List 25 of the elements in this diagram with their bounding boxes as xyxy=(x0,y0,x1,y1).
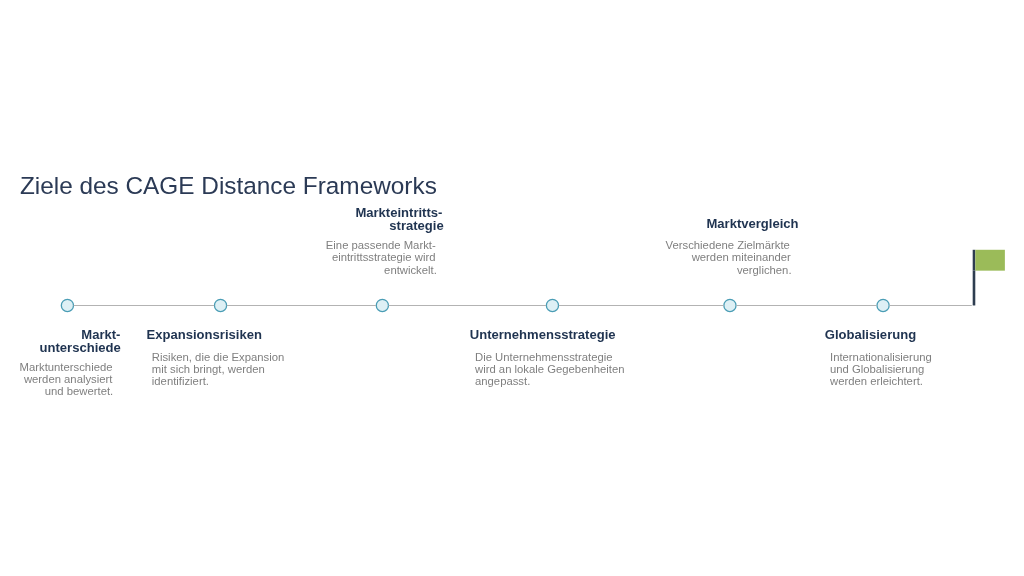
node-circle xyxy=(213,298,228,312)
node-label: Verschiedene Zielmärkte werden miteinander verglichen. xyxy=(665,238,792,276)
node-label: Unternehmensstrategie xyxy=(469,326,616,342)
node-label: Risiken, die die Expansion mit sich bringt, werden identifiziert. xyxy=(151,350,285,387)
node-circle xyxy=(876,298,890,312)
connector xyxy=(735,304,878,306)
node-label: Marktunterschiede werden analysiert und bewertet. xyxy=(19,360,114,397)
connector xyxy=(226,304,377,306)
node-label: Eine passende Markt- eintrittsstrategie wird entwickelt. xyxy=(325,238,437,276)
connector xyxy=(73,304,215,306)
node-label: Marktvergleich xyxy=(706,215,799,231)
connector xyxy=(558,304,725,306)
node-label: Globalisierung xyxy=(824,326,917,342)
connector xyxy=(387,304,547,306)
node-label: Internationalisierung und Globalisierung werden erleichtert. xyxy=(830,350,932,387)
node-label: Markt- unterschiede xyxy=(39,326,121,355)
diagram-title: Ziele des CAGE Distance Frameworks xyxy=(19,171,437,199)
connector xyxy=(888,304,973,306)
node-label: Expansionsrisiken xyxy=(146,326,262,342)
node-label: Die Unternehmensstrategie wird an lokale Gegebenheiten angepasst. xyxy=(475,350,625,387)
node-circle xyxy=(60,298,75,312)
node-circle xyxy=(375,298,390,312)
node-circle xyxy=(723,298,737,312)
node-label: Markteintritts- strategie xyxy=(355,204,444,233)
node-circle xyxy=(545,298,560,312)
